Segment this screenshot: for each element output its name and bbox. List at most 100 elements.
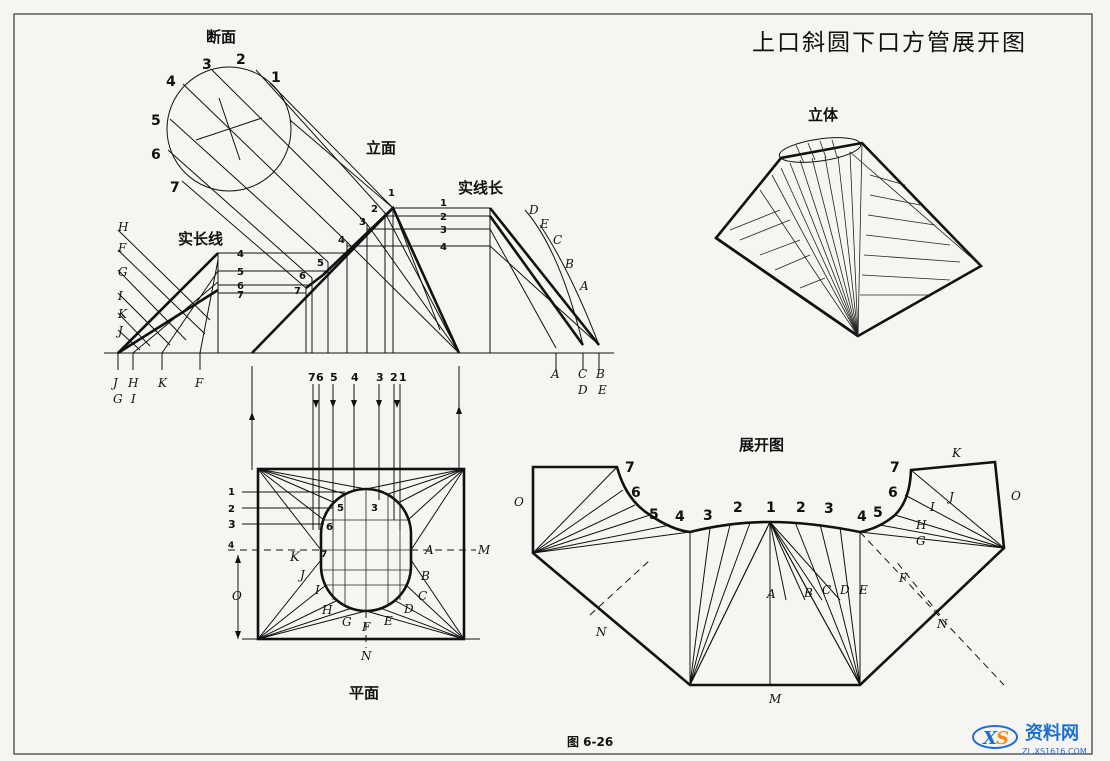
dev-H: H (915, 518, 927, 532)
true-length-right-label: 实线长 (458, 179, 504, 197)
dev-F: F (898, 571, 908, 585)
figure-caption: 图 6-26 (567, 735, 613, 749)
left-base-F: F (194, 376, 204, 390)
elevation-outline (251, 205, 461, 354)
plan-G: G (342, 615, 352, 629)
left-level-num-6: 6 (237, 281, 244, 292)
left-level-num-4: 4 (237, 249, 244, 260)
dev-num-right-4: 4 (857, 509, 867, 525)
left-true-length-diagram: 实长线 H F G I K J J H K F G I (110, 220, 223, 406)
plan-J: J (297, 568, 306, 582)
dev-A: A (766, 587, 776, 601)
elev-num-2: 2 (371, 204, 378, 215)
tl-left-J: J (115, 324, 124, 338)
plan-D: D (403, 602, 414, 616)
dev-num-left-7: 7 (625, 460, 635, 476)
dev-J: J (946, 490, 955, 504)
section-num-3: 3 (202, 57, 212, 73)
dev-C: C (822, 583, 831, 597)
dev-M: M (768, 692, 782, 706)
dev-num-left-2: 2 (733, 500, 743, 516)
section-circle (166, 66, 292, 192)
proj-num-5: 5 (330, 371, 338, 384)
left-level-num-7: 7 (237, 290, 244, 301)
level-num-1: 1 (440, 198, 447, 209)
watermark-brand: 资料网 (1025, 722, 1079, 744)
tl-right-B: B (564, 257, 574, 271)
left-base-I: I (130, 392, 136, 406)
right-true-length-diagram: 实线长 D E C B A A C B D E (458, 179, 607, 397)
development-view: 展开图 (514, 436, 1021, 706)
right-base-C: C (578, 367, 587, 381)
plan-inner-7: 7 (321, 550, 327, 560)
plan-level-1: 1 (228, 487, 235, 498)
dev-O-left: O (514, 495, 524, 509)
section-num-6: 6 (151, 147, 161, 163)
plan-C: C (418, 589, 427, 603)
dev-O-right: O (1011, 489, 1021, 503)
sheet-border (13, 13, 1093, 755)
elev-num-5: 5 (317, 258, 324, 269)
watermark-url: ZL.XS1616.COM (1022, 747, 1087, 756)
level-num-4: 4 (440, 242, 447, 253)
plan-label: 平面 (349, 684, 379, 702)
dev-D: D (839, 583, 850, 597)
elev-num-7: 7 (294, 286, 301, 297)
elev-num-3: 3 (359, 217, 366, 228)
right-base-B: B (595, 367, 605, 381)
solid-view: 立体 (714, 106, 984, 338)
plan-A: A (424, 543, 434, 557)
section-num-4: 4 (166, 74, 176, 90)
dev-N-right: N (936, 617, 948, 631)
tl-right-D: D (528, 203, 539, 217)
right-base-E: E (597, 383, 607, 397)
plan-B: B (420, 569, 430, 583)
left-base-J: J (110, 376, 119, 390)
plan-N: N (360, 649, 372, 663)
plan-E: E (383, 614, 393, 628)
tl-right-E: E (539, 217, 549, 231)
dev-num-right-5: 5 (873, 505, 883, 521)
left-level-num-5: 5 (237, 267, 244, 278)
plan-I: I (314, 583, 320, 597)
plan-level-3: 3 (228, 518, 236, 531)
dev-K: K (951, 446, 962, 460)
section-num-2: 2 (236, 52, 246, 68)
plan-inner-5: 5 (337, 503, 344, 514)
development-outline (531, 460, 1006, 687)
proj-num-3: 3 (376, 371, 384, 384)
left-base-H: H (127, 376, 139, 390)
dev-B: B (803, 586, 813, 600)
section-num-1: 1 (271, 70, 281, 86)
plan-F: F (361, 620, 371, 634)
dev-E: E (858, 583, 868, 597)
watermark-logo: X S 资料网 ZL.XS1616.COM (972, 722, 1087, 756)
left-base-G: G (113, 392, 123, 406)
dev-num-left-3: 3 (703, 508, 713, 524)
dev-num-left-5: 5 (649, 507, 659, 523)
elev-num-4: 4 (338, 235, 345, 246)
elev-num-6: 6 (299, 271, 306, 282)
dev-num-right-2: 2 (796, 500, 806, 516)
level-num-2: 2 (440, 212, 447, 223)
tl-right-A: A (579, 279, 589, 293)
right-base-A: A (550, 367, 560, 381)
tl-left-F: F (117, 241, 127, 255)
development-label: 展开图 (739, 436, 784, 454)
svg-text:X: X (982, 728, 998, 749)
dev-num-left-6: 6 (631, 485, 641, 501)
dev-num-left-4: 4 (675, 509, 685, 525)
plan-inner-6: 6 (326, 522, 333, 533)
proj-num-6: 6 (316, 371, 324, 384)
plan-level-2: 2 (228, 504, 235, 515)
right-base-D: D (577, 383, 588, 397)
svg-text:S: S (996, 728, 1009, 749)
plan-K: K (289, 550, 301, 565)
tl-left-H: H (117, 220, 129, 234)
dev-I: I (929, 500, 935, 514)
elev-num-1: 1 (388, 188, 395, 199)
section-view: 断面 1 2 3 4 5 6 7 (151, 28, 394, 289)
tl-right-C: C (553, 233, 562, 247)
